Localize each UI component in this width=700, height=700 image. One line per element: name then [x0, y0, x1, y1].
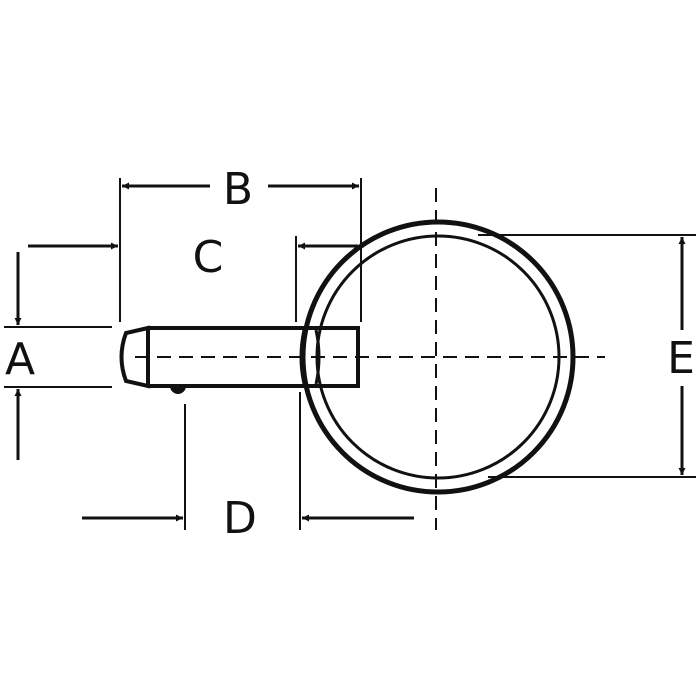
- label-a: A: [5, 334, 35, 385]
- pin-tip: [119, 325, 150, 389]
- label-c: C: [193, 232, 224, 283]
- label-e: E: [667, 333, 695, 384]
- label-d: D: [223, 493, 257, 544]
- detent-ball: [170, 386, 186, 394]
- label-b: B: [223, 164, 253, 215]
- dimension-arrows: [14, 182, 686, 522]
- dimension-labels: B C A D E: [5, 164, 695, 544]
- pin: [119, 325, 360, 394]
- extension-lines: [4, 178, 696, 530]
